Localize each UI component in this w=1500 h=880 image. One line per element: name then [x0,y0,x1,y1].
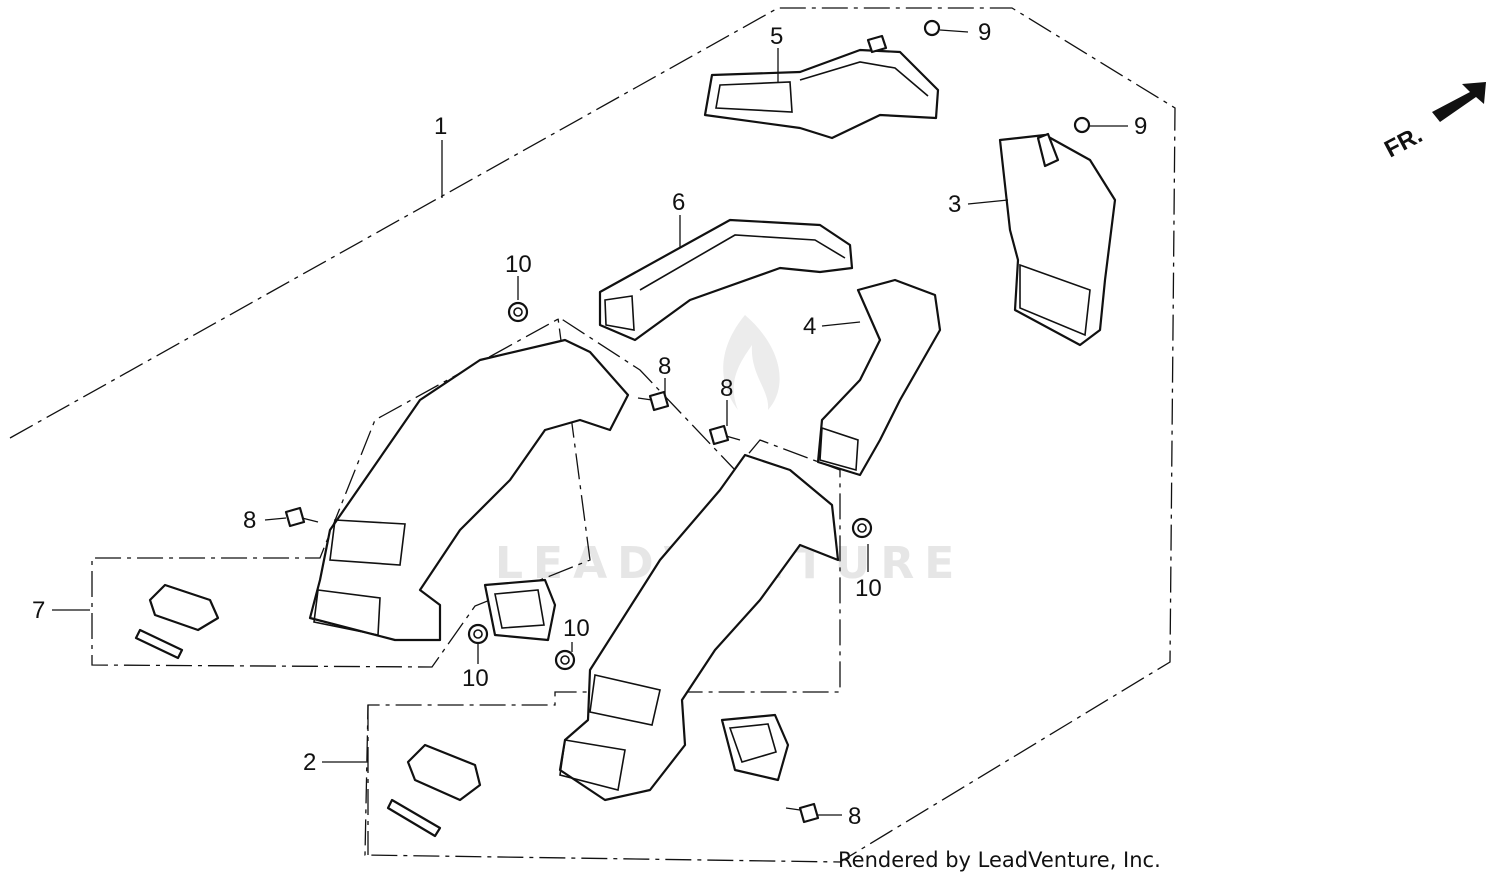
callout-10-c: 10 [563,615,590,642]
callout-8-d: 8 [848,803,861,830]
duct-part-5 [703,34,940,140]
callout-4: 4 [803,313,816,340]
duct-part-2 [558,453,840,802]
nut-10-c [554,649,576,671]
callout-8-a: 8 [243,507,256,534]
clip-assembly-7 [134,583,220,660]
callout-1: 1 [434,113,447,140]
assembly-outline [9,7,1176,863]
duct-part-6 [598,218,854,342]
callout-10-b: 10 [462,665,489,692]
callout-5: 5 [770,23,783,50]
duct-part-3 [998,132,1117,347]
callout-2: 2 [303,749,316,776]
arrow-icon [1432,82,1486,122]
bolt-8-a [284,506,319,528]
leader-lines [52,29,1128,816]
screw-9-a [923,19,941,37]
nut-10-d [851,517,873,539]
bolt-8-c [708,424,741,446]
clip-assembly-2 [386,743,482,838]
nut-10-a [507,301,529,323]
bolt-8-d [785,802,820,824]
duct-part-4 [816,278,942,477]
callout-7: 7 [32,597,45,624]
nut-10-b [467,623,489,645]
screw-9-b [1073,116,1091,134]
callout-6: 6 [672,189,685,216]
front-direction-marker: FR. [1380,82,1486,163]
callout-8-c: 8 [720,375,733,402]
callout-10-a: 10 [505,251,532,278]
callout-9-a: 9 [978,19,991,46]
credit-text: Rendered by LeadVenture, Inc. [838,848,1161,872]
callout-8-b: 8 [658,353,671,380]
callout-10-d: 10 [855,575,882,602]
bolt-8-b [637,390,670,412]
callout-9-b: 9 [1134,113,1147,140]
direction-label: FR. [1380,121,1427,163]
duct-part-7 [308,338,630,642]
callout-3: 3 [948,191,961,218]
